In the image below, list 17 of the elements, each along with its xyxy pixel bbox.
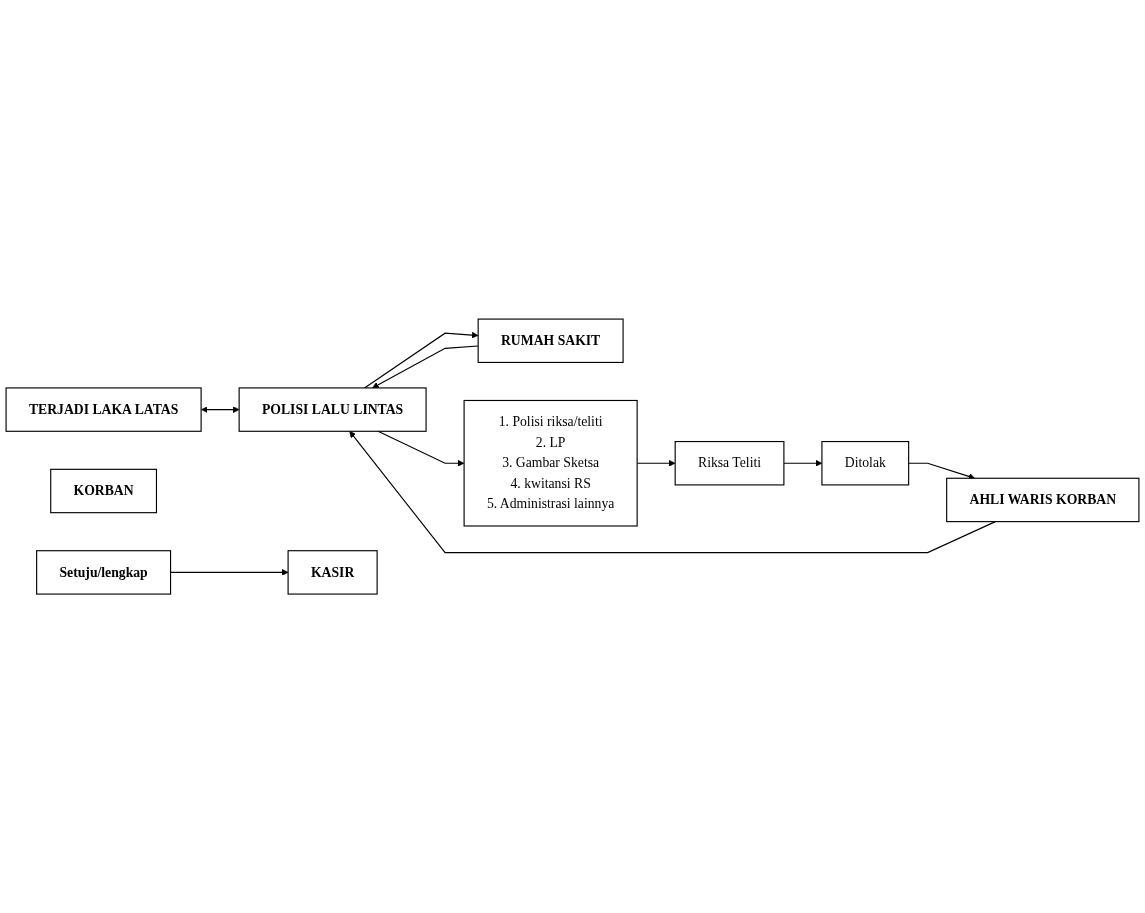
node-box: TERJADI LAKA LATAS bbox=[5, 387, 202, 432]
node-box: KORBAN bbox=[50, 468, 158, 514]
node-box: AHLI WARIS KORBAN bbox=[946, 477, 1140, 523]
node-box: KASIR bbox=[287, 550, 378, 595]
node-box: Riksa Teliti bbox=[674, 440, 785, 486]
node-box: Setuju/lengkap bbox=[36, 550, 172, 595]
node-box: Ditolak bbox=[821, 440, 910, 486]
arrow bbox=[349, 430, 996, 554]
node-box: RUMAH SAKIT bbox=[477, 318, 624, 363]
arrow bbox=[363, 331, 479, 389]
arrow bbox=[377, 430, 465, 467]
arrow bbox=[170, 568, 289, 576]
arrow bbox=[201, 406, 240, 413]
arrow bbox=[908, 462, 976, 480]
arrow bbox=[372, 345, 479, 389]
node-box: POLISI LALU LINTAS bbox=[238, 387, 427, 432]
node-box: 1. Polisi riksa/teliti 2. LP 3. Gambar Sketsa 4. kwitansi RS 5. Administrasi lainnya bbox=[463, 399, 638, 527]
